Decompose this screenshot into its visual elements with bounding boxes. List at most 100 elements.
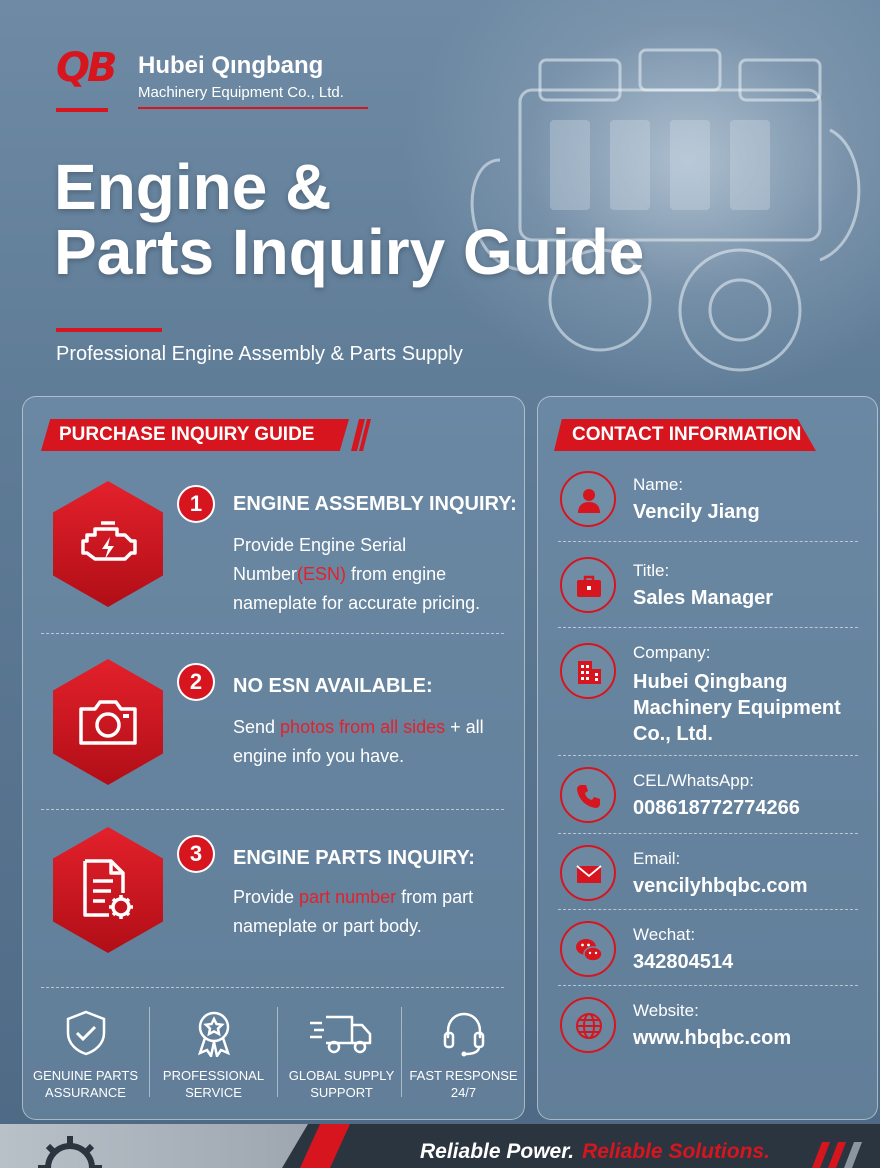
contact-value[interactable]: 008618772774266 bbox=[633, 797, 800, 819]
step-body-2-text: Send bbox=[233, 717, 281, 737]
feature-label-line2: SERVICE bbox=[185, 1085, 242, 1100]
title-accent-bar bbox=[56, 328, 162, 332]
contact-divider bbox=[558, 541, 858, 542]
step-number-2: 2 bbox=[177, 663, 215, 701]
step-engine-parts: 3 ENGINE PARTS INQUIRY: Provide part num… bbox=[23, 827, 526, 977]
award-badge-icon bbox=[197, 1011, 230, 1057]
step-body-1-highlight: (ESN) bbox=[297, 564, 347, 584]
wechat-icon bbox=[560, 921, 616, 977]
page-title-line2: Parts Inquiry Guide bbox=[54, 216, 645, 289]
briefcase-icon-glyph bbox=[577, 575, 601, 597]
service-features: GENUINE PARTS ASSURANCE PROFESSIONAL SER… bbox=[23, 993, 526, 1105]
step-divider bbox=[41, 809, 504, 810]
page-title: Engine & Parts Inquiry Guide bbox=[54, 151, 645, 289]
feature-label: GLOBAL SUPPLY SUPPORT bbox=[279, 1067, 404, 1101]
envelope-icon-glyph bbox=[576, 865, 602, 883]
engine-warning-icon bbox=[53, 481, 163, 607]
feature-label-line2: ASSURANCE bbox=[45, 1085, 126, 1100]
contact-value[interactable]: vencilyhbqbc.com bbox=[633, 875, 808, 897]
step-divider bbox=[41, 633, 504, 634]
contact-panel: CONTACT INFORMATION Name: Vencily Jiang … bbox=[537, 396, 878, 1120]
engine-photo bbox=[400, 0, 880, 400]
step-engine-assembly: 1 ENGINE ASSEMBLY INQUIRY: Provide Engin… bbox=[23, 477, 526, 627]
logo-mark: QB bbox=[56, 45, 118, 91]
globe-icon bbox=[560, 997, 616, 1053]
contact-label: Wechat: bbox=[633, 925, 696, 944]
contact-label: Name: bbox=[633, 475, 684, 494]
feature-label-line2: SUPPORT bbox=[310, 1085, 373, 1100]
contact-label: Company: bbox=[633, 643, 711, 662]
envelope-icon bbox=[560, 845, 616, 901]
step-body-1-rest: from engine nameplate for accurate prici… bbox=[233, 564, 481, 613]
feature-label-line1: GLOBAL SUPPLY bbox=[288, 1068, 395, 1083]
company-name: Hubei Qıngbang Machinery Equipment Co., … bbox=[138, 48, 368, 109]
contact-label: Title: bbox=[633, 561, 670, 580]
feature-genuine-parts: GENUINE PARTS ASSURANCE bbox=[23, 993, 148, 1105]
building-icon-glyph bbox=[578, 661, 601, 684]
feature-label-line2: 24/7 bbox=[450, 1085, 477, 1100]
person-icon bbox=[560, 471, 616, 527]
tagline-part1: Reliable Power. bbox=[420, 1140, 575, 1163]
document-gear-icon bbox=[53, 827, 163, 953]
logo-underline bbox=[56, 108, 108, 112]
tagline-part2: Reliable Solutions. bbox=[582, 1140, 770, 1163]
contact-value: Vencily Jiang bbox=[633, 501, 760, 523]
step-no-esn: 2 NO ESN AVAILABLE: Send photos from all… bbox=[23, 653, 526, 803]
step-body-2-rest: + all engine info you have. bbox=[233, 717, 484, 766]
inquiry-guide-heading: PURCHASE INQUIRY GUIDE bbox=[41, 419, 349, 451]
contact-value[interactable]: www.hbqbc.com bbox=[633, 1027, 792, 1049]
headset-icon bbox=[443, 1012, 484, 1057]
feature-label-line1: FAST RESPONSE bbox=[409, 1068, 518, 1083]
company-name-line2: Machinery Equipment Co., Ltd. bbox=[138, 84, 368, 109]
feature-label-line1: GENUINE PARTS bbox=[33, 1068, 138, 1083]
page-subtitle: Professional Engine Assembly & Parts Sup… bbox=[56, 343, 463, 365]
company-name-line1: Hubei Qıngbang bbox=[138, 52, 324, 79]
contact-divider bbox=[558, 627, 858, 628]
contact-label: Email: bbox=[633, 849, 681, 868]
person-icon-glyph bbox=[578, 489, 600, 513]
contact-heading: CONTACT INFORMATION bbox=[554, 419, 816, 451]
step-body-3-highlight: part number bbox=[299, 887, 397, 907]
feature-label: FAST RESPONSE 24/7 bbox=[401, 1067, 526, 1101]
step-body-3: Provide part number from part nameplate … bbox=[233, 883, 523, 941]
feature-label-line1: PROFESSIONAL bbox=[162, 1068, 265, 1083]
camera-icon bbox=[53, 659, 163, 785]
page-title-line1: Engine & bbox=[54, 151, 332, 223]
step-number-3: 3 bbox=[177, 835, 215, 873]
camera-icon-glyph bbox=[79, 700, 137, 745]
contact-divider bbox=[558, 833, 858, 834]
step-body-2: Send photos from all sides + all engine … bbox=[233, 713, 523, 771]
step-title-2: NO ESN AVAILABLE: bbox=[233, 675, 433, 697]
step-number-1: 1 bbox=[177, 485, 215, 523]
shield-check-icon bbox=[66, 1010, 105, 1056]
company-logo: QB bbox=[56, 48, 118, 114]
feature-global-supply: GLOBAL SUPPLY SUPPORT bbox=[279, 993, 404, 1105]
feature-fast-response: FAST RESPONSE 24/7 bbox=[401, 993, 526, 1105]
contact-label: CEL/WhatsApp: bbox=[633, 771, 754, 790]
contact-divider bbox=[558, 755, 858, 756]
wechat-icon-glyph bbox=[576, 939, 603, 962]
contact-divider bbox=[558, 985, 858, 986]
step-body-2-highlight: photos from all sides bbox=[280, 717, 446, 737]
delivery-truck-icon bbox=[309, 1015, 371, 1054]
contact-value: Hubei Qingbang Machinery Equipment Co., … bbox=[633, 671, 841, 745]
globe-icon-glyph bbox=[576, 1013, 602, 1039]
building-icon bbox=[560, 643, 616, 699]
feature-separator bbox=[401, 1007, 402, 1097]
footer-tagline: Reliable Power. Reliable Solutions. bbox=[420, 1140, 770, 1164]
document-gear-icon-glyph bbox=[83, 859, 133, 919]
step-body-1-text: Provide Engine Serial Number bbox=[233, 535, 407, 584]
features-divider bbox=[41, 987, 504, 988]
feature-professional-service: PROFESSIONAL SERVICE bbox=[151, 993, 276, 1105]
ribbon-slash-decoration bbox=[351, 419, 371, 451]
phone-icon bbox=[560, 767, 616, 823]
step-title-3: ENGINE PARTS INQUIRY: bbox=[233, 847, 475, 869]
feature-label: PROFESSIONAL SERVICE bbox=[151, 1067, 276, 1101]
step-body-1: Provide Engine Serial Number(ESN) from e… bbox=[233, 531, 523, 618]
footer-dark-band bbox=[282, 1124, 880, 1168]
feature-separator bbox=[149, 1007, 150, 1097]
feature-separator bbox=[277, 1007, 278, 1097]
contact-value: 342804514 bbox=[633, 951, 734, 973]
footer-stripes-decoration bbox=[812, 1142, 862, 1168]
brand-header: QB Hubei Qıngbang Machinery Equipment Co… bbox=[56, 48, 368, 114]
